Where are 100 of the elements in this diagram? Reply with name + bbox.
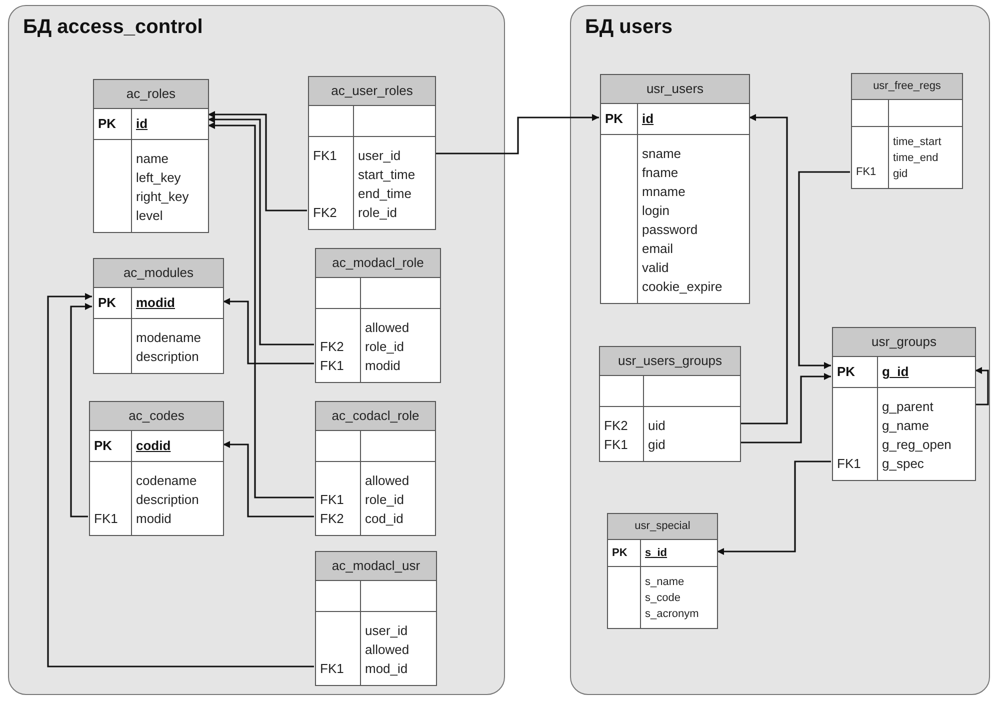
field-name: uid [648, 416, 666, 435]
entity-table [832, 327, 976, 481]
relationship-arrow [208, 122, 314, 498]
field-name: right_key [136, 188, 189, 206]
field-name: modid [365, 356, 400, 375]
panel-title: БД access_control [23, 15, 203, 40]
field-name: start_time [358, 166, 416, 184]
field-name: role_id [365, 338, 404, 356]
field-name: end_time [358, 184, 412, 203]
field-name: s_name [645, 574, 684, 590]
foreign-key-label: FK1 [856, 164, 876, 180]
relationship-arrow [717, 460, 831, 555]
field-name: codename [136, 472, 197, 490]
foreign-key-label: FK2 [320, 510, 344, 528]
primary-key-field: id [642, 109, 654, 129]
field-name: role_id [365, 490, 404, 509]
field-name: gid [893, 166, 908, 182]
field-name: time_start [893, 134, 942, 150]
relationship-arrow [435, 114, 599, 154]
field-name: email [642, 240, 674, 258]
table-title: usr_users_groups [600, 347, 740, 376]
field-name: role_id [358, 204, 398, 222]
field-name: password [642, 220, 698, 239]
field-name: modename [136, 328, 202, 347]
primary-key-field: modid [136, 293, 175, 313]
foreign-key-label: FK1 [320, 660, 344, 678]
table-title: usr_free_regs [852, 74, 962, 100]
entity-table [93, 79, 209, 233]
field-name: level [136, 206, 163, 225]
field-name: mname [642, 182, 686, 201]
table-title: ac_roles [94, 80, 208, 109]
relationship-arrow [208, 111, 307, 212]
field-name: g_reg_open [882, 436, 952, 454]
entity-table [308, 76, 436, 230]
entity-table [607, 513, 718, 629]
field-name: mod_id [365, 660, 408, 678]
primary-key-label: PK [94, 437, 112, 456]
field-name: description [136, 490, 199, 509]
field-name: description [136, 348, 199, 366]
relationship-arrow [798, 171, 850, 369]
entity-table [600, 74, 750, 304]
relationship-arrow [740, 114, 788, 424]
entity-table [315, 401, 436, 536]
field-name: gid [648, 436, 666, 454]
foreign-key-label: FK1 [837, 454, 861, 473]
relationship-arrow [740, 373, 831, 444]
relationship-arrow [223, 298, 314, 364]
relationship-arrow [208, 116, 314, 346]
foreign-key-label: FK1 [604, 436, 628, 454]
field-name: s_code [645, 590, 680, 606]
table-title: ac_codacl_role [316, 402, 435, 431]
schema-panel [570, 5, 990, 695]
table-title: ac_modacl_role [316, 249, 440, 278]
entity-table [89, 401, 224, 536]
field-name: allowed [365, 318, 410, 337]
table-title: ac_modules [94, 259, 223, 288]
field-name: s_acronym [645, 606, 699, 622]
field-name: user_id [365, 622, 408, 640]
primary-key-label: PK [98, 294, 116, 312]
foreign-key-label: FK1 [320, 490, 344, 509]
table-title: usr_special [608, 514, 717, 540]
table-title: usr_groups [833, 328, 975, 357]
field-name: g_parent [882, 398, 934, 416]
primary-key-label: PK [605, 110, 624, 128]
field-name: cod_id [365, 510, 404, 528]
schema-panel [8, 5, 505, 695]
entity-table [315, 248, 441, 383]
primary-key-field: id [136, 114, 148, 134]
primary-key-field: s_id [645, 544, 668, 562]
foreign-key-label: FK2 [604, 416, 628, 435]
entity-table [315, 551, 437, 686]
panel-title: БД users [585, 15, 673, 40]
field-name: modid [136, 510, 172, 528]
primary-key-label: PK [837, 363, 856, 382]
table-title: ac_codes [90, 402, 223, 431]
field-name: name [136, 150, 169, 168]
field-name: fname [642, 164, 678, 182]
relationship-arrow [47, 293, 314, 668]
primary-key-label: PK [612, 546, 628, 561]
foreign-key-label: FK2 [320, 338, 344, 356]
table-title: usr_users [601, 75, 749, 104]
field-name: allowed [365, 472, 410, 490]
field-name: valid [642, 258, 669, 277]
field-name: time_end [893, 150, 938, 166]
foreign-key-label: FK1 [320, 356, 344, 375]
table-title: ac_user_roles [309, 77, 435, 106]
primary-key-label: PK [98, 115, 116, 134]
relationship-arrow [70, 303, 92, 518]
foreign-key-label: FK1 [313, 146, 337, 165]
entity-table [851, 73, 963, 189]
field-name: cookie_expire [642, 278, 722, 296]
field-name: g_name [882, 416, 929, 435]
relationship-arrow [975, 367, 989, 406]
field-name: sname [642, 144, 682, 163]
field-name: login [642, 202, 670, 220]
field-name: user_id [358, 146, 401, 165]
foreign-key-label: FK2 [313, 204, 337, 222]
table-title: ac_modacl_usr [316, 552, 436, 581]
entity-table [93, 258, 224, 374]
relationship-arrow [223, 441, 314, 518]
